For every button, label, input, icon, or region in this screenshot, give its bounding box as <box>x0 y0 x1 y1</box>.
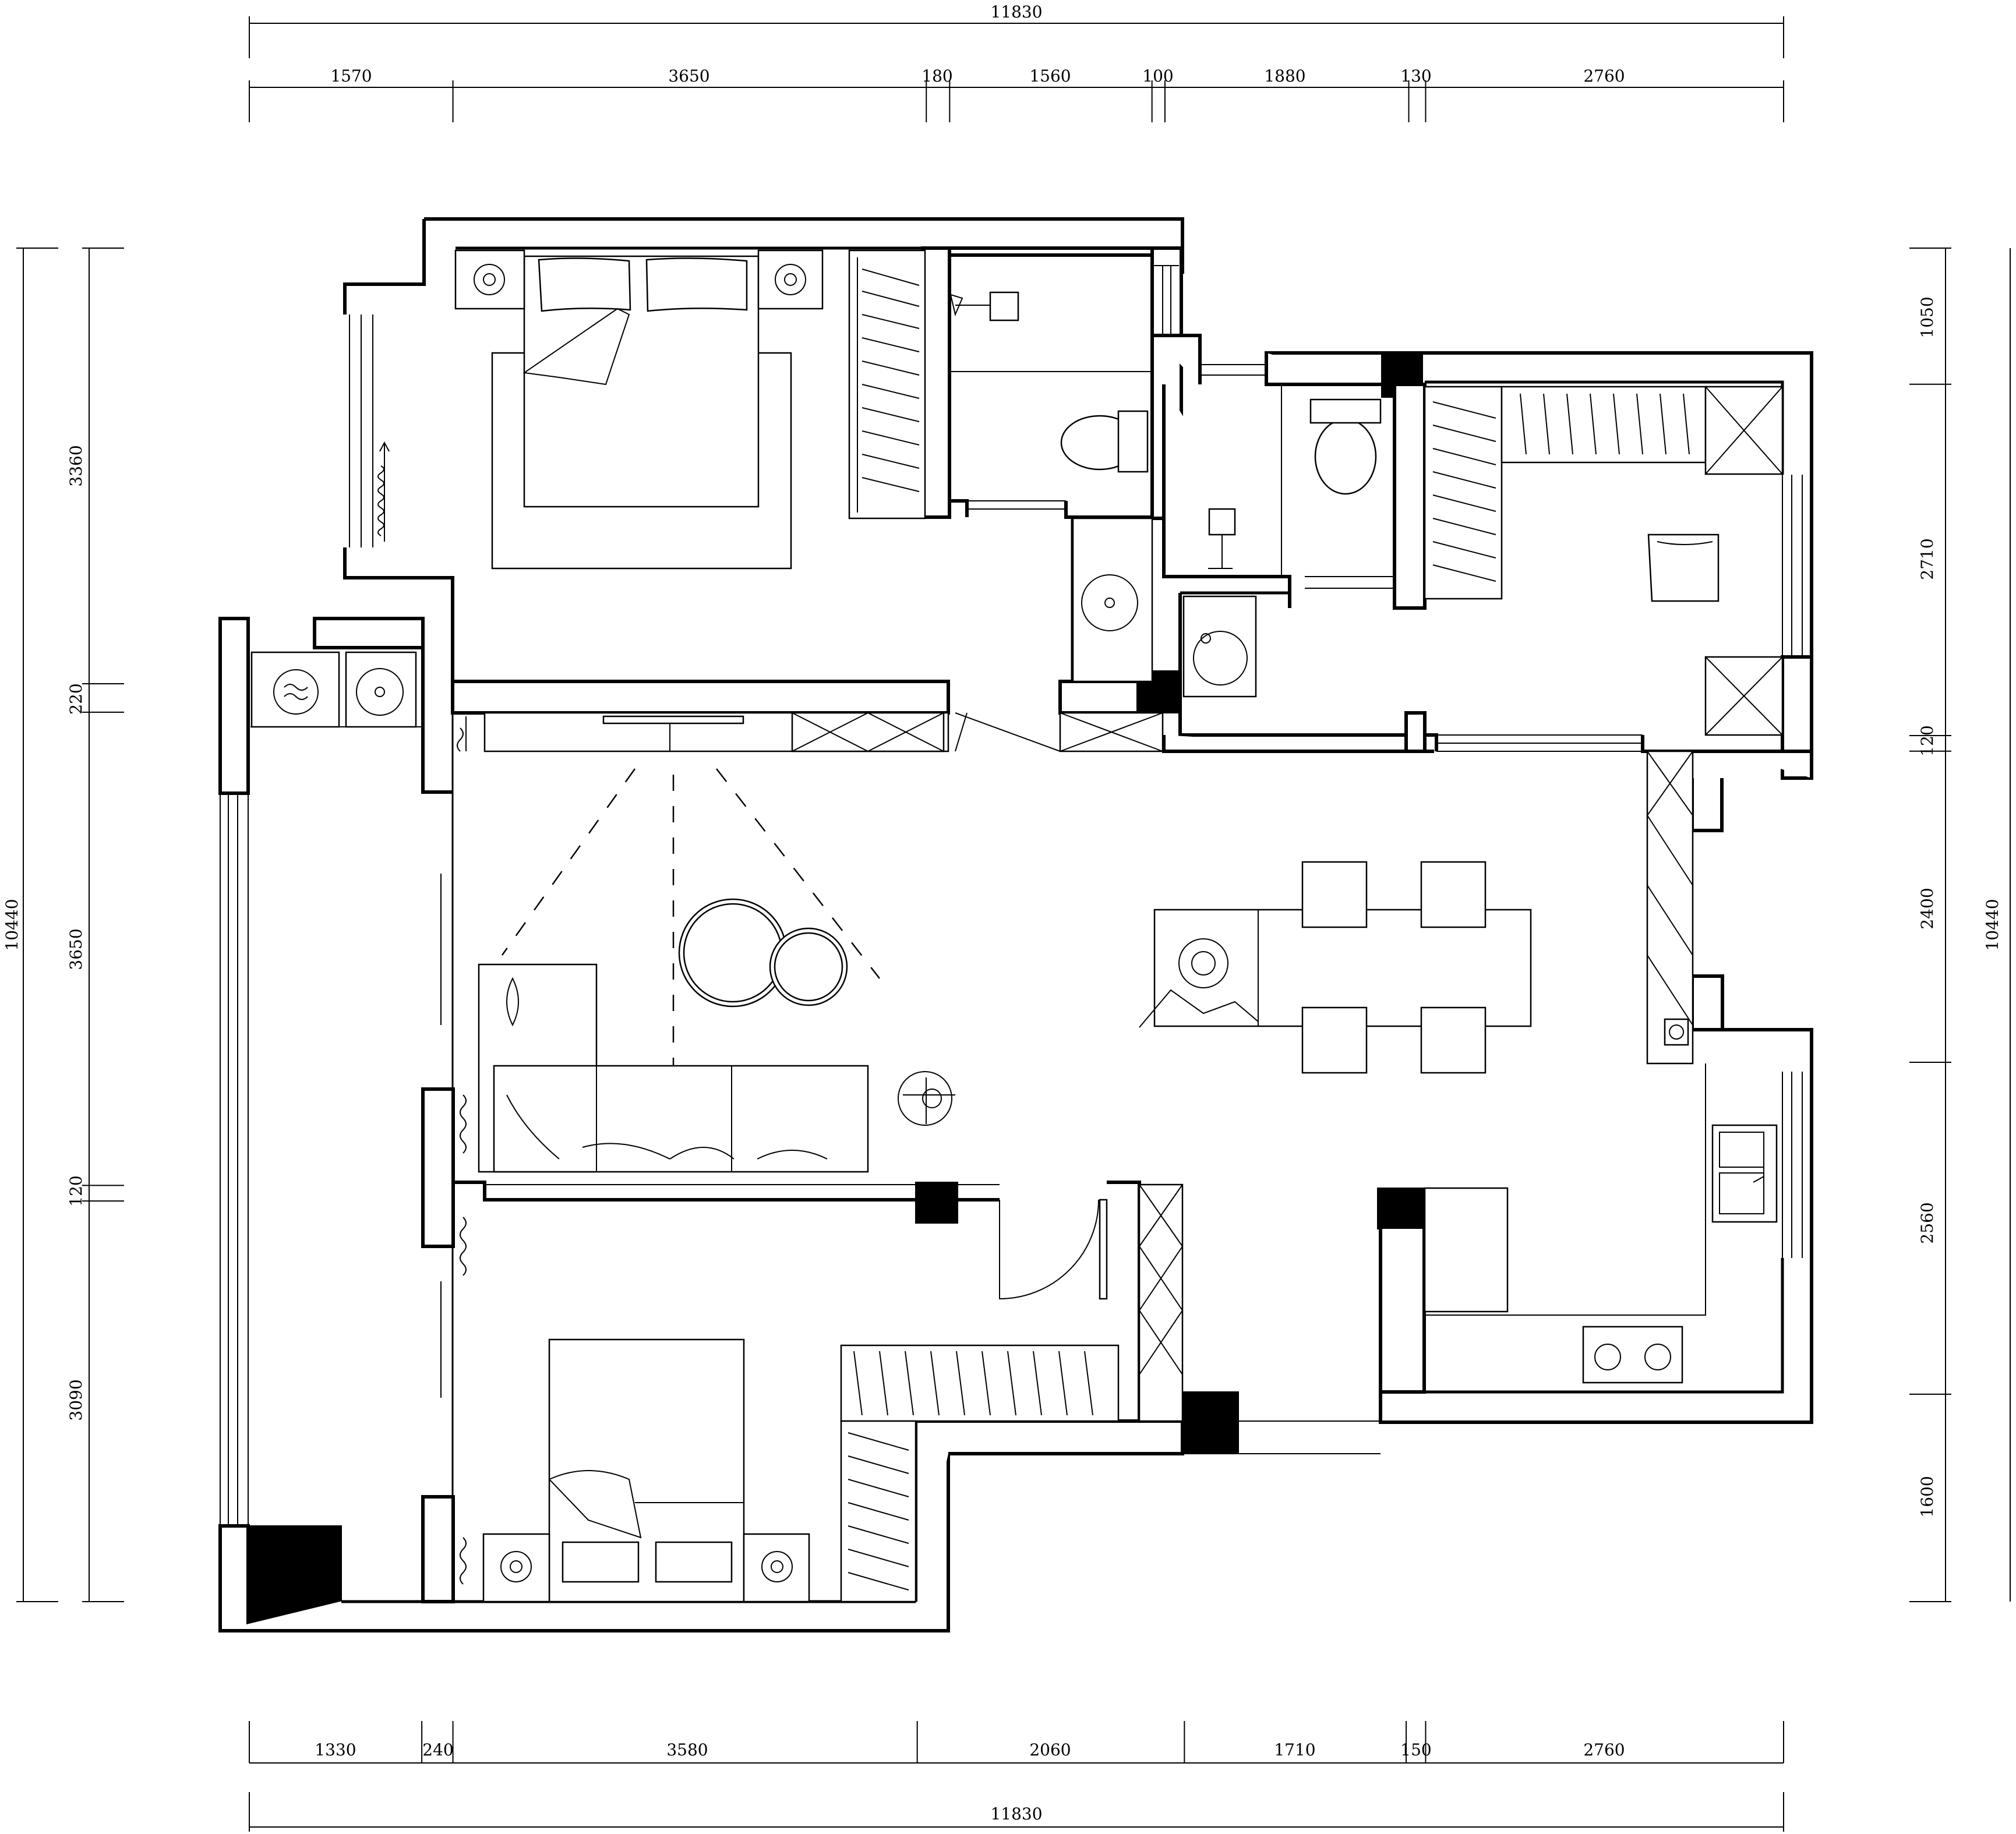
pillow <box>645 257 748 312</box>
desk-chair <box>1647 533 1720 602</box>
dim-right-seg: 2560 <box>1918 1202 1937 1243</box>
pillow <box>538 257 631 312</box>
living-built-in-cabinet <box>457 712 1164 752</box>
dim-top-seg: 180 <box>922 66 952 86</box>
master-wardrobe <box>848 249 926 520</box>
master-bed <box>454 249 824 570</box>
dim-top-seg: 1880 <box>1264 66 1305 86</box>
dim-top-seg: 130 <box>1400 66 1431 86</box>
toilet-tank <box>1309 398 1382 424</box>
balcony-window-master <box>377 441 390 542</box>
dimension-right: 10440 1050 2710 120 2400 2560 1600 <box>1909 248 2011 1602</box>
shower-head <box>989 291 1019 321</box>
pillow <box>655 1541 733 1583</box>
master-bath-fixtures <box>949 291 1153 683</box>
toilet <box>1314 418 1377 495</box>
dim-bottom-seg: 1710 <box>1274 1740 1315 1759</box>
dim-left-seg: 120 <box>66 1175 86 1206</box>
small-bedroom <box>482 1183 1184 1603</box>
structural-column <box>1377 1188 1425 1229</box>
shower-head <box>1208 508 1236 536</box>
dim-bottom-seg: 3580 <box>666 1740 708 1759</box>
coffee-tables <box>678 898 848 1008</box>
cooktop <box>1582 1326 1683 1384</box>
floor-lamp <box>898 1071 955 1126</box>
dining-chair <box>1420 1006 1487 1074</box>
dining-chair <box>1301 1006 1368 1074</box>
dim-top-seg: 1560 <box>1029 66 1071 86</box>
dim-right-seg: 1600 <box>1918 1476 1937 1517</box>
sofa <box>478 963 869 1173</box>
dim-top-seg: 2760 <box>1583 66 1625 86</box>
pillow <box>562 1541 640 1583</box>
tv-unit <box>602 715 744 725</box>
tv-viewing-lines <box>501 768 880 1083</box>
sink-basin <box>1193 631 1248 685</box>
balcony-laundry <box>250 651 423 728</box>
dimension-top: 11830 1570 3650 180 1560 100 1880 130 27… <box>249 2 1784 122</box>
dim-left-seg: 3090 <box>66 1379 86 1420</box>
study-wardrobe <box>1424 386 1784 736</box>
dim-bottom-seg: 150 <box>1400 1740 1431 1759</box>
dim-right-total: 10440 <box>1983 899 2002 950</box>
dining-chair <box>1420 861 1487 928</box>
dim-right-seg: 2400 <box>1918 888 1937 929</box>
dining-chair <box>1301 861 1368 928</box>
wardrobe <box>840 1344 1120 1422</box>
dim-bottom-seg: 2760 <box>1583 1740 1625 1759</box>
dining-table <box>1139 861 1532 1074</box>
nightstand <box>454 249 525 310</box>
utility-sink <box>345 651 417 728</box>
dim-right-seg: 2710 <box>1918 538 1937 579</box>
entry-cabinet <box>1646 750 1694 1065</box>
dim-bottom-seg: 1330 <box>315 1740 356 1759</box>
small-bedroom-window <box>460 1094 467 1585</box>
dim-left-seg: 3360 <box>66 445 86 486</box>
dimension-bottom: 1330 240 3580 2060 1710 150 2760 11830 <box>249 1721 1784 1832</box>
nightstand <box>743 1533 810 1603</box>
bathroom-2-fixtures <box>1182 398 1382 698</box>
sink-basin <box>1081 574 1138 631</box>
structural-column <box>1182 1391 1239 1454</box>
structural-column <box>915 1182 958 1224</box>
nightstand <box>757 249 824 310</box>
nightstand <box>482 1533 550 1603</box>
washing-machine <box>250 651 340 728</box>
dim-left-seg: 3650 <box>66 928 86 970</box>
dim-bottom-total: 11830 <box>990 1804 1042 1824</box>
dim-left-seg: 220 <box>66 683 86 714</box>
interior-walls <box>440 246 1782 1497</box>
dim-right-seg: 1050 <box>1918 296 1937 338</box>
fridge <box>1424 1187 1509 1313</box>
kitchen <box>1424 1063 1778 1384</box>
dim-top-seg: 1570 <box>330 66 372 86</box>
dim-right-seg: 120 <box>1918 725 1937 756</box>
wardrobe <box>840 1420 917 1603</box>
window-master-top <box>1152 265 1179 335</box>
dim-top-seg: 3650 <box>668 66 709 86</box>
dim-bottom-seg: 2060 <box>1029 1740 1071 1759</box>
dim-top-seg: 100 <box>1142 66 1173 86</box>
dim-bottom-seg: 240 <box>422 1740 453 1759</box>
dimension-left: 10440 3360 220 3650 120 3090 <box>2 248 124 1602</box>
dim-left-total: 10440 <box>2 899 22 950</box>
dim-top-total: 11830 <box>990 2 1042 22</box>
